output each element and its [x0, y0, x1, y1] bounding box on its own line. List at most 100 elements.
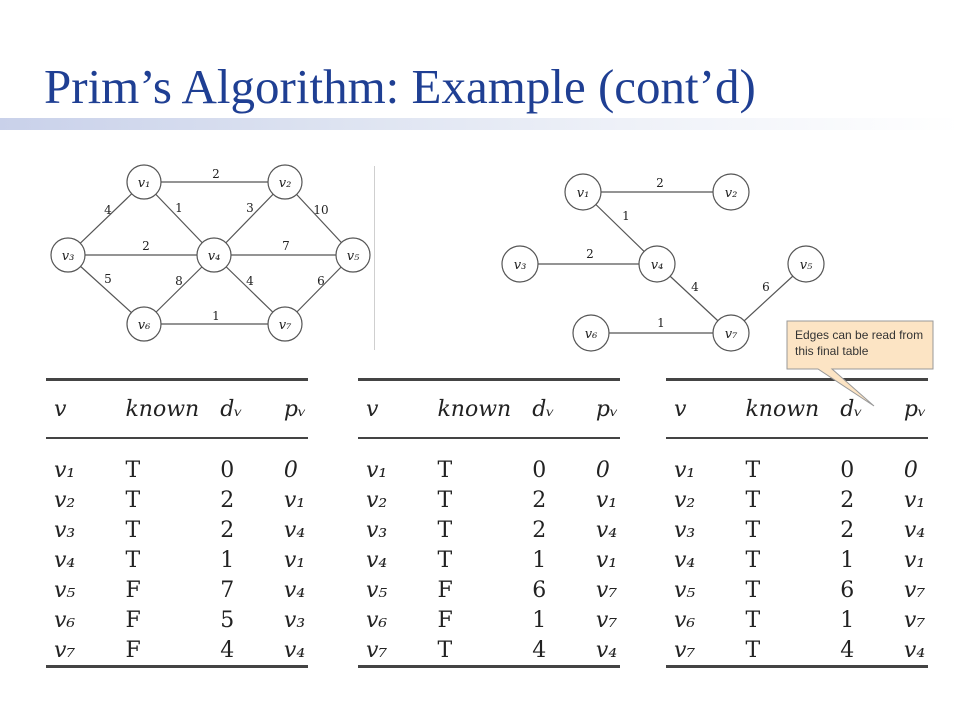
- cell-v: v₃: [366, 517, 388, 543]
- header-d: dᵥ: [212, 378, 276, 439]
- edge-weight-v3-v4: 2: [586, 247, 594, 261]
- node-v7: [267, 306, 303, 342]
- cell-d: 0: [532, 457, 547, 483]
- cell-p: v₁: [283, 487, 306, 513]
- cell-known: T: [125, 487, 141, 513]
- cell-known: T: [437, 457, 453, 483]
- cell-p: v₄: [275, 635, 308, 668]
- cell-v: v₁: [674, 457, 696, 483]
- edge-weight-v4-v7: 4: [691, 280, 699, 294]
- node-label-v1: v₁: [138, 176, 151, 191]
- cell-d: 1: [220, 547, 235, 573]
- cell-p: v₇: [595, 577, 618, 603]
- cell-d: 5: [220, 607, 235, 633]
- cell-v: v₇: [358, 635, 430, 668]
- cell-p: 0: [283, 457, 298, 483]
- node-label-v5: v₅: [800, 258, 813, 273]
- cell-p: v₁: [283, 547, 306, 573]
- edge-weight-v4-v5: 7: [282, 239, 290, 253]
- cell-known: T: [745, 457, 761, 483]
- cell-d: 7: [220, 577, 235, 603]
- callout-bubble: Edges can be read from this final table: [786, 320, 934, 407]
- cell-v: v₂: [674, 487, 696, 513]
- cell-d: 2: [220, 487, 235, 513]
- cell-v: v₃: [54, 517, 76, 543]
- cell-v: v₆: [674, 607, 696, 633]
- cell-p: 0: [595, 457, 610, 483]
- node-label-v6: v₆: [585, 327, 598, 342]
- cell-known: T: [125, 547, 141, 573]
- cell-v: v₅: [366, 577, 388, 603]
- cell-p: v₁: [595, 547, 618, 573]
- node-v4: [196, 237, 232, 273]
- cell-p: v₄: [903, 517, 926, 543]
- edge-weight-v3-v6: 5: [104, 272, 112, 286]
- node-label-v4: v₄: [208, 249, 221, 264]
- node-v6: [126, 306, 162, 342]
- cell-v: v₆: [366, 607, 388, 633]
- cell-d: 1: [840, 547, 855, 573]
- cell-known: T: [125, 457, 141, 483]
- header-d: dᵥ: [832, 378, 896, 439]
- edge-weight-v1-v2: 2: [656, 176, 664, 190]
- cell-d: 4: [212, 635, 276, 668]
- edge-weight-v3-v4: 2: [142, 239, 150, 253]
- node-label-v7: v₇: [279, 318, 292, 333]
- node-v6: [572, 314, 610, 352]
- cell-p: v₇: [903, 607, 926, 633]
- cell-known: T: [437, 547, 453, 573]
- cell-p: v₄: [283, 577, 306, 603]
- node-label-v3: v₃: [62, 249, 75, 264]
- node-v2: [712, 173, 750, 211]
- cell-d: 2: [840, 487, 855, 513]
- cell-v: v₇: [46, 635, 118, 668]
- cell-d: 4: [524, 635, 588, 668]
- cell-d: 1: [532, 547, 547, 573]
- cell-known: T: [745, 547, 761, 573]
- node-v4: [638, 245, 676, 283]
- edge-weight-v1-v4: 1: [622, 209, 630, 223]
- node-v2: [267, 164, 303, 200]
- cell-known: T: [745, 487, 761, 513]
- cell-known: T: [437, 487, 453, 513]
- cell-known: F: [125, 577, 141, 603]
- header-known: known: [117, 378, 213, 439]
- header-p: pᵥ: [587, 378, 620, 439]
- node-v1: [564, 173, 602, 211]
- cell-d: 6: [840, 577, 855, 603]
- edge-weight-v1-v4: 1: [175, 201, 183, 215]
- node-v5: [787, 245, 825, 283]
- title-underline-bar: [0, 118, 960, 130]
- edge-weight-v2-v4: 3: [246, 201, 254, 215]
- node-label-v2: v₂: [279, 176, 292, 191]
- header-d: dᵥ: [524, 378, 588, 439]
- cell-v: v₂: [366, 487, 388, 513]
- cell-v: v₅: [674, 577, 696, 603]
- node-v3: [50, 237, 86, 273]
- header-known: known: [429, 378, 525, 439]
- node-label-v4: v₄: [651, 258, 664, 273]
- node-v3: [501, 245, 539, 283]
- cell-d: 2: [532, 517, 547, 543]
- cell-d: 1: [532, 607, 547, 633]
- edge-weight-v4-v6: 8: [175, 274, 183, 288]
